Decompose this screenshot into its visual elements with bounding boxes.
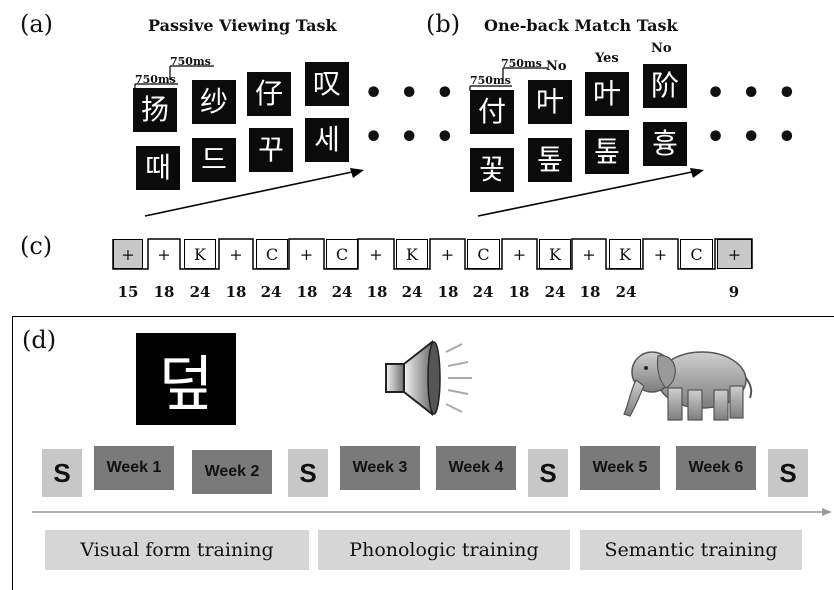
task-block: K bbox=[609, 239, 641, 269]
block-duration: 24 bbox=[260, 283, 282, 301]
fixation-block: + bbox=[512, 244, 527, 264]
block-duration: 15 bbox=[117, 283, 139, 301]
panel-c-label: (c) bbox=[20, 232, 53, 260]
stimulus-char: 付 bbox=[470, 90, 514, 134]
panel-b-label: (b) bbox=[426, 10, 461, 38]
fixation-block: + bbox=[157, 244, 171, 264]
panel-d-frame bbox=[12, 316, 834, 590]
stimulus-char: 叶 bbox=[585, 72, 629, 116]
block-duration: 18 bbox=[225, 283, 247, 301]
task-block: K bbox=[184, 239, 216, 269]
panel-d-label: (d) bbox=[22, 326, 57, 354]
answer-label: No bbox=[651, 41, 672, 56]
stimulus-char: 叶 bbox=[528, 80, 572, 124]
fixation-block: + bbox=[229, 244, 243, 264]
task-block: K bbox=[396, 239, 428, 269]
stimulus-char: 阶 bbox=[643, 64, 687, 108]
training-week: Week 5 bbox=[580, 446, 660, 490]
training-week: Week 2 bbox=[192, 450, 272, 494]
panel-a-title: Passive Viewing Task bbox=[148, 16, 337, 35]
scan-session: S bbox=[42, 449, 82, 497]
answer-label: Yes bbox=[595, 51, 619, 66]
training-week: Week 6 bbox=[676, 446, 756, 490]
block-duration: 24 bbox=[544, 283, 566, 301]
stimulus-char: 叹 bbox=[305, 62, 349, 106]
fixation-block: + bbox=[369, 244, 383, 264]
block-duration: 9 bbox=[728, 283, 740, 301]
panel-ab-lines bbox=[134, 65, 704, 217]
task-block: C bbox=[467, 239, 500, 269]
block-duration: 18 bbox=[153, 283, 175, 301]
elephant-icon bbox=[623, 351, 753, 421]
training-week: Week 1 bbox=[94, 446, 174, 490]
visual-form-stimulus: 덮 bbox=[136, 333, 236, 425]
fixation-block: + bbox=[653, 244, 668, 264]
training-phase-visual: Visual form training bbox=[45, 530, 309, 570]
scan-session: S bbox=[528, 449, 568, 497]
block-duration: 24 bbox=[331, 283, 353, 301]
stimulus-char: 드 bbox=[192, 138, 236, 182]
stimulus-char: 扬 bbox=[133, 88, 177, 132]
stimulus-char: 때 bbox=[136, 146, 180, 190]
panel-a-timing-1: 750ms bbox=[135, 73, 176, 86]
training-phase-semantic: Semantic training bbox=[580, 530, 802, 570]
block-duration: 24 bbox=[401, 283, 423, 301]
task-block: C bbox=[256, 239, 288, 269]
fixation-block: + bbox=[440, 244, 455, 264]
ellipsis: • • • bbox=[364, 76, 458, 111]
stimulus-char: 仔 bbox=[247, 72, 291, 116]
stimulus-char: 세 bbox=[305, 118, 349, 162]
block-duration: 24 bbox=[615, 283, 637, 301]
visual-form-glyph: 덮 bbox=[158, 349, 214, 420]
panel-b-timing-2: 750ms bbox=[501, 57, 542, 70]
fixation-block: + bbox=[717, 239, 752, 269]
training-phase-phonologic: Phonologic training bbox=[318, 530, 570, 570]
stimulus-char: 꽃 bbox=[470, 148, 514, 192]
stimulus-char: 톺 bbox=[585, 130, 629, 174]
stimulus-char: 흉 bbox=[643, 122, 687, 166]
block-timeline bbox=[112, 238, 753, 270]
ellipsis: • • • bbox=[706, 120, 800, 155]
fixation-block: + bbox=[113, 239, 143, 269]
fixation-block: + bbox=[299, 244, 314, 264]
timeline-arrow bbox=[32, 508, 832, 516]
task-block: C bbox=[326, 239, 358, 269]
panel-b-timing-1: 750ms bbox=[470, 74, 511, 87]
answer-label: No bbox=[546, 59, 567, 74]
block-duration: 18 bbox=[296, 283, 318, 301]
ellipsis: • • • bbox=[364, 120, 458, 155]
panel-a-label: (a) bbox=[20, 10, 54, 38]
training-week: Week 3 bbox=[340, 446, 420, 490]
block-duration: 18 bbox=[579, 283, 601, 301]
fixation-block: + bbox=[582, 244, 596, 264]
block-duration: 18 bbox=[366, 283, 388, 301]
block-duration: 18 bbox=[508, 283, 530, 301]
stimulus-char: 纱 bbox=[192, 80, 236, 124]
block-duration: 18 bbox=[437, 283, 459, 301]
task-block: C bbox=[680, 239, 713, 269]
speaker-icon bbox=[385, 339, 472, 417]
panel-b-title: One-back Match Task bbox=[484, 16, 678, 35]
block-duration: 24 bbox=[189, 283, 211, 301]
ellipsis: • • • bbox=[706, 76, 800, 111]
training-week: Week 4 bbox=[436, 446, 516, 490]
scan-session: S bbox=[768, 449, 808, 497]
block-duration: 24 bbox=[472, 283, 494, 301]
stimulus-char: 톺 bbox=[528, 138, 572, 182]
stimulus-char: 꾸 bbox=[249, 128, 293, 172]
scan-session: S bbox=[288, 449, 328, 497]
panel-a-timing-2: 750ms bbox=[170, 55, 211, 68]
task-block: K bbox=[539, 239, 571, 269]
